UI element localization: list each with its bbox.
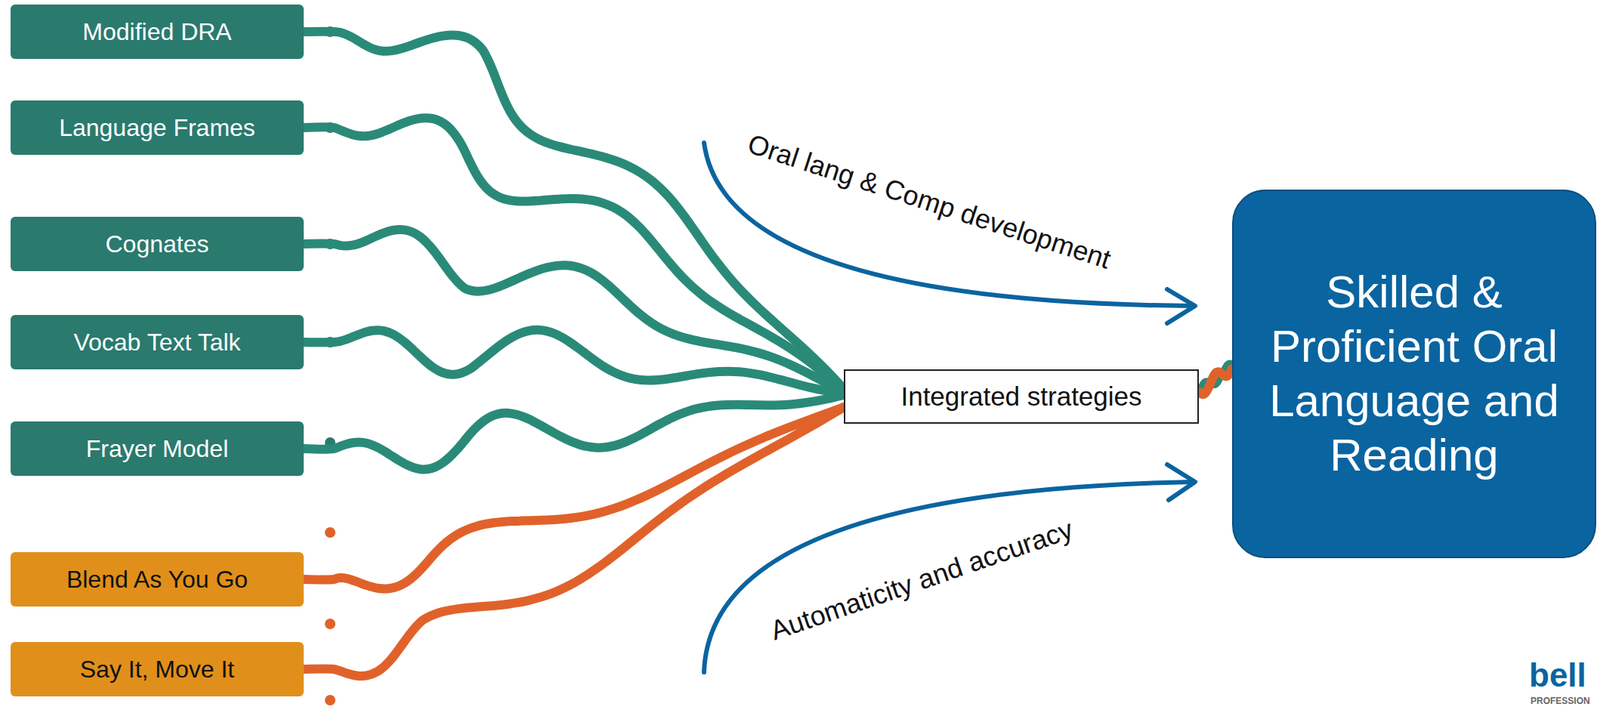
node-text: Skilled & Proficient Oral Language and R… (1254, 265, 1574, 483)
strand-dots (324, 527, 336, 706)
node-text: Blend As You Go (66, 565, 248, 594)
goal-box: Skilled & Proficient Oral Language and R… (1232, 189, 1597, 559)
arrow-head (1167, 289, 1196, 324)
strand-connector (303, 407, 844, 590)
strand-connector (1198, 368, 1233, 395)
strategy-box: Blend As You Go (10, 552, 304, 607)
strand-connector (303, 330, 844, 394)
node-text: Modified DRA (82, 18, 232, 47)
arrow-head (1167, 464, 1196, 501)
node-text: Language Frames (58, 114, 256, 143)
node-text: Say It, Move It (80, 655, 235, 684)
flow-label: Automaticity and accuracy (766, 513, 1078, 648)
curved-arrow (704, 481, 1194, 673)
strategy-box: Say It, Move It (10, 642, 304, 697)
logo-subtext: PROFESSION (1530, 696, 1591, 706)
integration-box: Integrated strategies (843, 369, 1199, 424)
node-text: Cognates (105, 230, 210, 259)
node-text: Integrated strategies (900, 381, 1142, 412)
strand-dot (324, 527, 336, 538)
node-text: Vocab Text Talk (73, 328, 241, 357)
strategy-box: Frayer Model (10, 421, 304, 476)
strand-dot (324, 618, 336, 630)
logo-text: bell (1528, 658, 1587, 692)
strand-dot (324, 694, 336, 706)
strategy-box: Language Frames (10, 100, 304, 155)
strand-dots (324, 26, 336, 448)
strategy-box: Modified DRA (10, 4, 304, 59)
strategy-box: Vocab Text Talk (10, 315, 304, 370)
flow-label: Oral lang & Comp development (744, 127, 1116, 275)
strategy-box: Cognates (10, 216, 304, 272)
strand-connector (303, 407, 844, 677)
node-text: Frayer Model (86, 435, 229, 464)
strand-connector (303, 229, 844, 393)
